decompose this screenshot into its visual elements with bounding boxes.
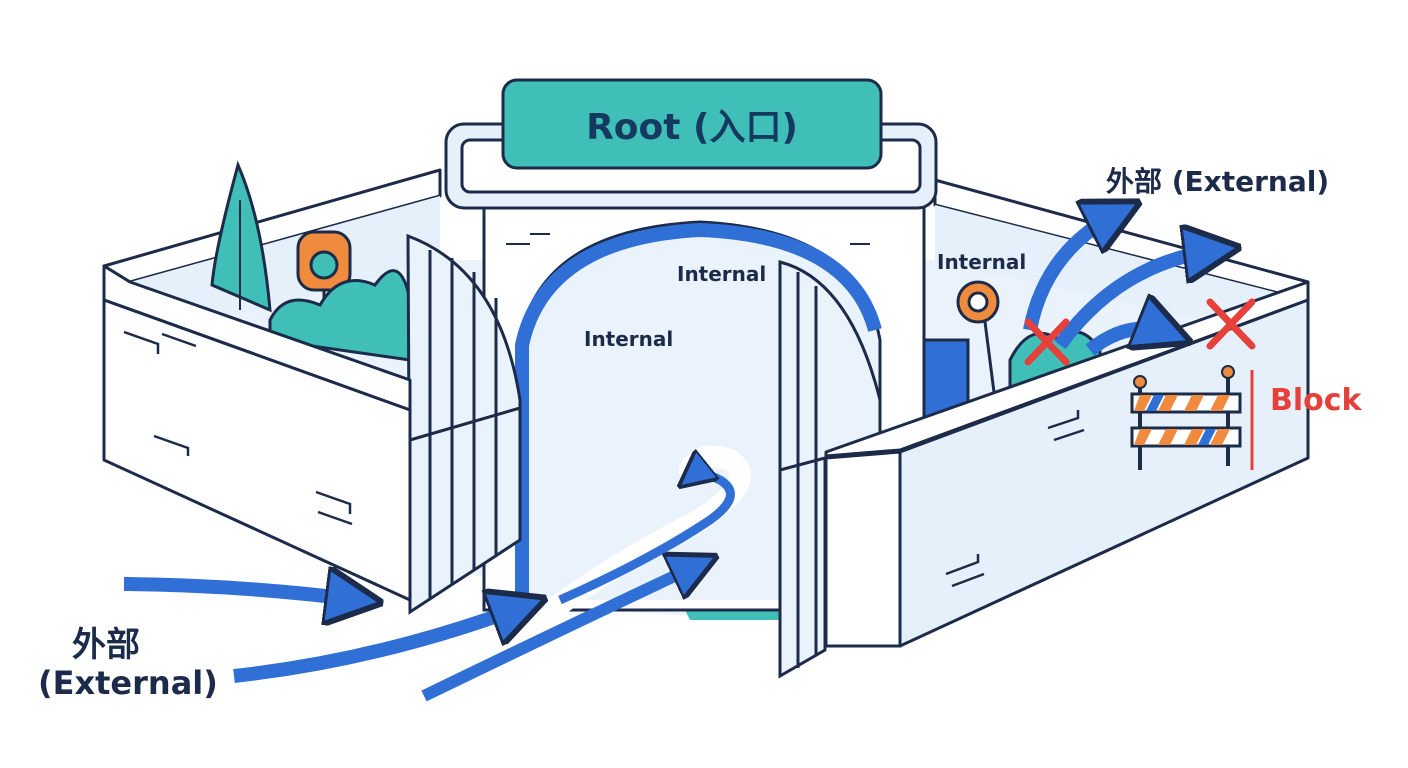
- flower-icon: [956, 280, 1000, 401]
- internal-label: Internal: [677, 262, 767, 286]
- root-signboard: [444, 78, 938, 210]
- external-label-top: 外部 (External): [1106, 165, 1330, 198]
- gate-icon: [406, 233, 522, 615]
- block-label: Block: [1270, 383, 1362, 418]
- tree-icon: [210, 160, 272, 313]
- outgoing-arrow-1: [1023, 212, 1120, 332]
- outgoing-arrow-2: [1054, 250, 1218, 350]
- incoming-arrow-3: [421, 564, 700, 702]
- internal-label: Internal: [937, 250, 1027, 274]
- incoming-arrow-1: [123, 584, 360, 600]
- cross-mark-icon: [1206, 298, 1256, 350]
- flower-icon: [296, 230, 352, 340]
- front-left-wall: [102, 264, 412, 602]
- bush: [268, 269, 412, 362]
- root-label: Root (入口): [586, 107, 798, 148]
- internal-label: Internal: [584, 327, 674, 351]
- outgoing-arrow-3: [1085, 329, 1170, 356]
- external-label-left: 外部: [72, 625, 140, 665]
- incoming-arrow-2: [233, 606, 525, 683]
- barrier-icon: [1130, 365, 1254, 470]
- external-label-left-sub: (External): [38, 664, 218, 702]
- internal-flow-arrow: [558, 474, 735, 605]
- cross-mark-icon: [1024, 318, 1070, 366]
